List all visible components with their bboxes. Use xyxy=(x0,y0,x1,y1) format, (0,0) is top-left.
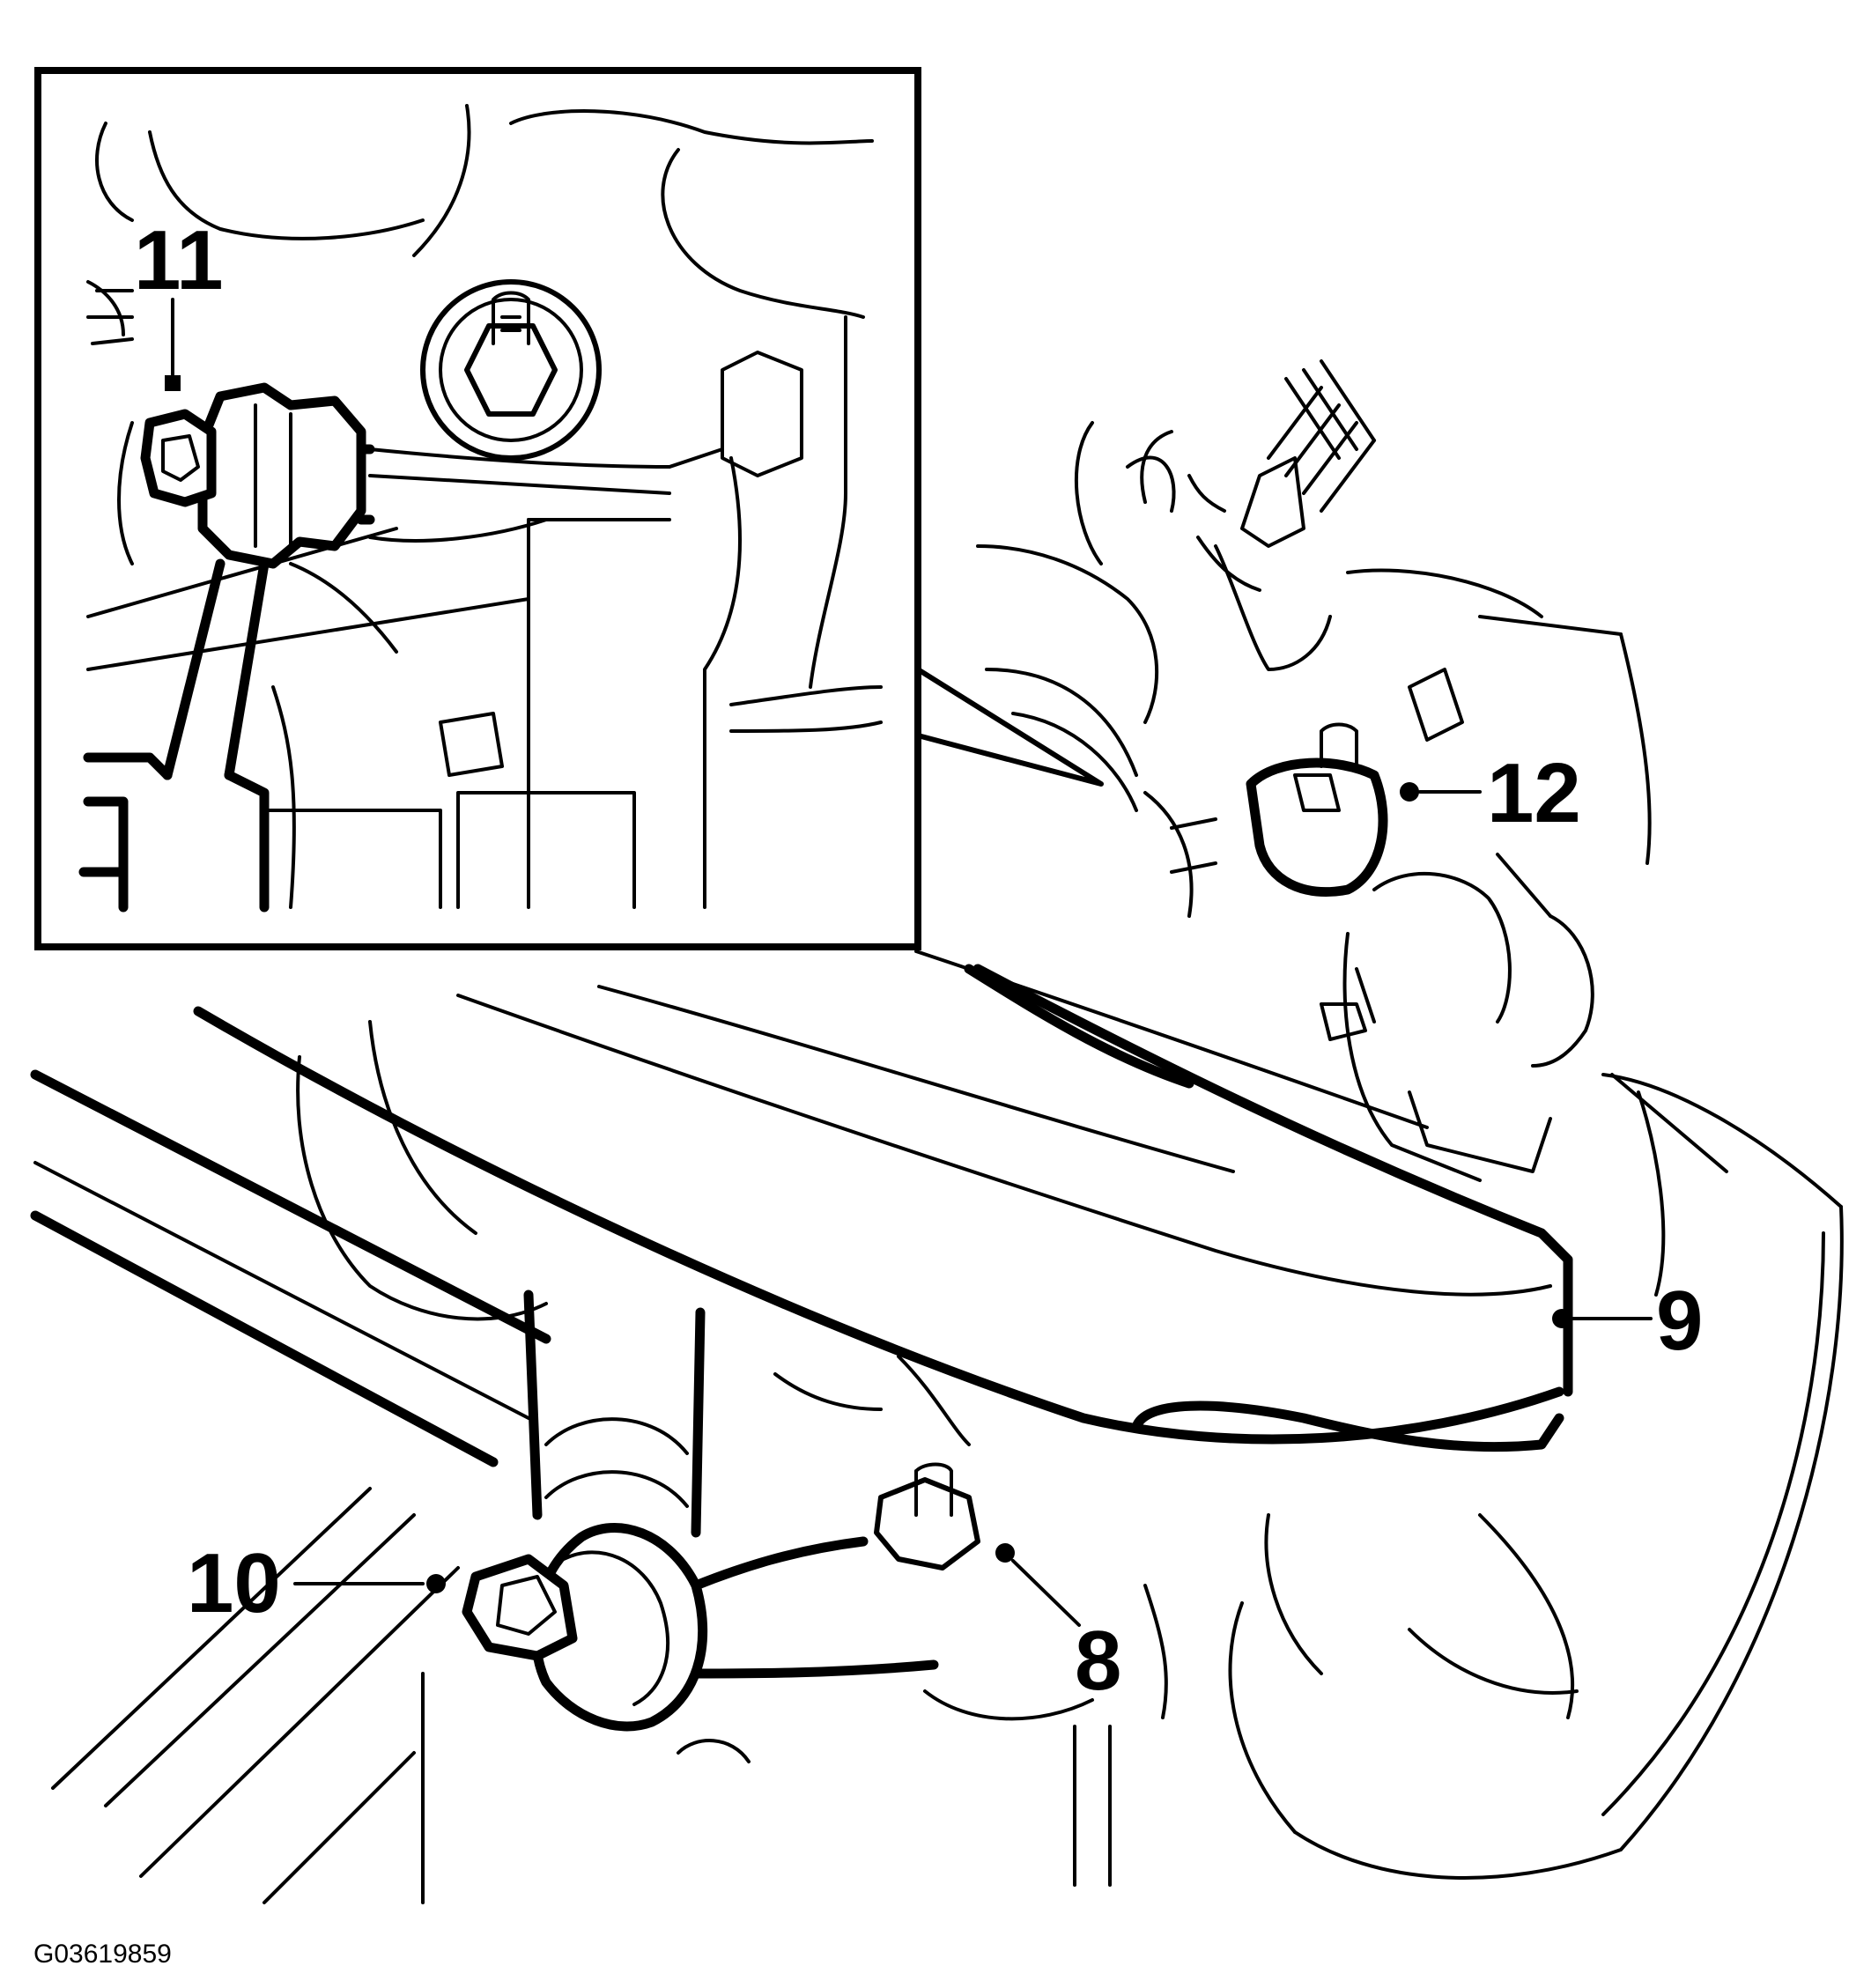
callout-12-label: 12 xyxy=(1487,746,1581,840)
hub-carrier xyxy=(1320,853,1594,1182)
shock-link xyxy=(523,1290,706,1538)
callout-8-label: 8 xyxy=(1075,1614,1121,1708)
callout-8: 8 xyxy=(995,1543,1121,1708)
callout-10: 10 xyxy=(187,1536,446,1630)
brake-backing-plate xyxy=(1228,1073,1844,1880)
background-lines xyxy=(677,1355,1168,1887)
upper-right-area xyxy=(964,359,1652,1089)
inset-bushing xyxy=(78,382,375,913)
figure-id: G03619859 xyxy=(33,1940,172,1969)
inset-frame xyxy=(34,67,921,950)
trailing-arm xyxy=(193,950,1573,1452)
callout-9: 9 xyxy=(1552,1274,1703,1368)
callout-11: 11 xyxy=(134,213,223,391)
subframe-rails xyxy=(30,1069,551,1904)
main-view xyxy=(30,359,1844,1904)
inset-linework xyxy=(86,104,883,909)
callout-12: 12 xyxy=(1400,746,1581,840)
callout-9-label: 9 xyxy=(1656,1274,1703,1368)
inset-nut xyxy=(420,279,602,461)
detail-inset xyxy=(34,67,1104,950)
callout-11-label: 11 xyxy=(134,213,223,307)
lower-bushing xyxy=(462,1522,939,1732)
callout-10-label: 10 xyxy=(187,1536,281,1630)
lower-nut xyxy=(874,1462,980,1570)
inset-upper-arm xyxy=(368,447,724,543)
